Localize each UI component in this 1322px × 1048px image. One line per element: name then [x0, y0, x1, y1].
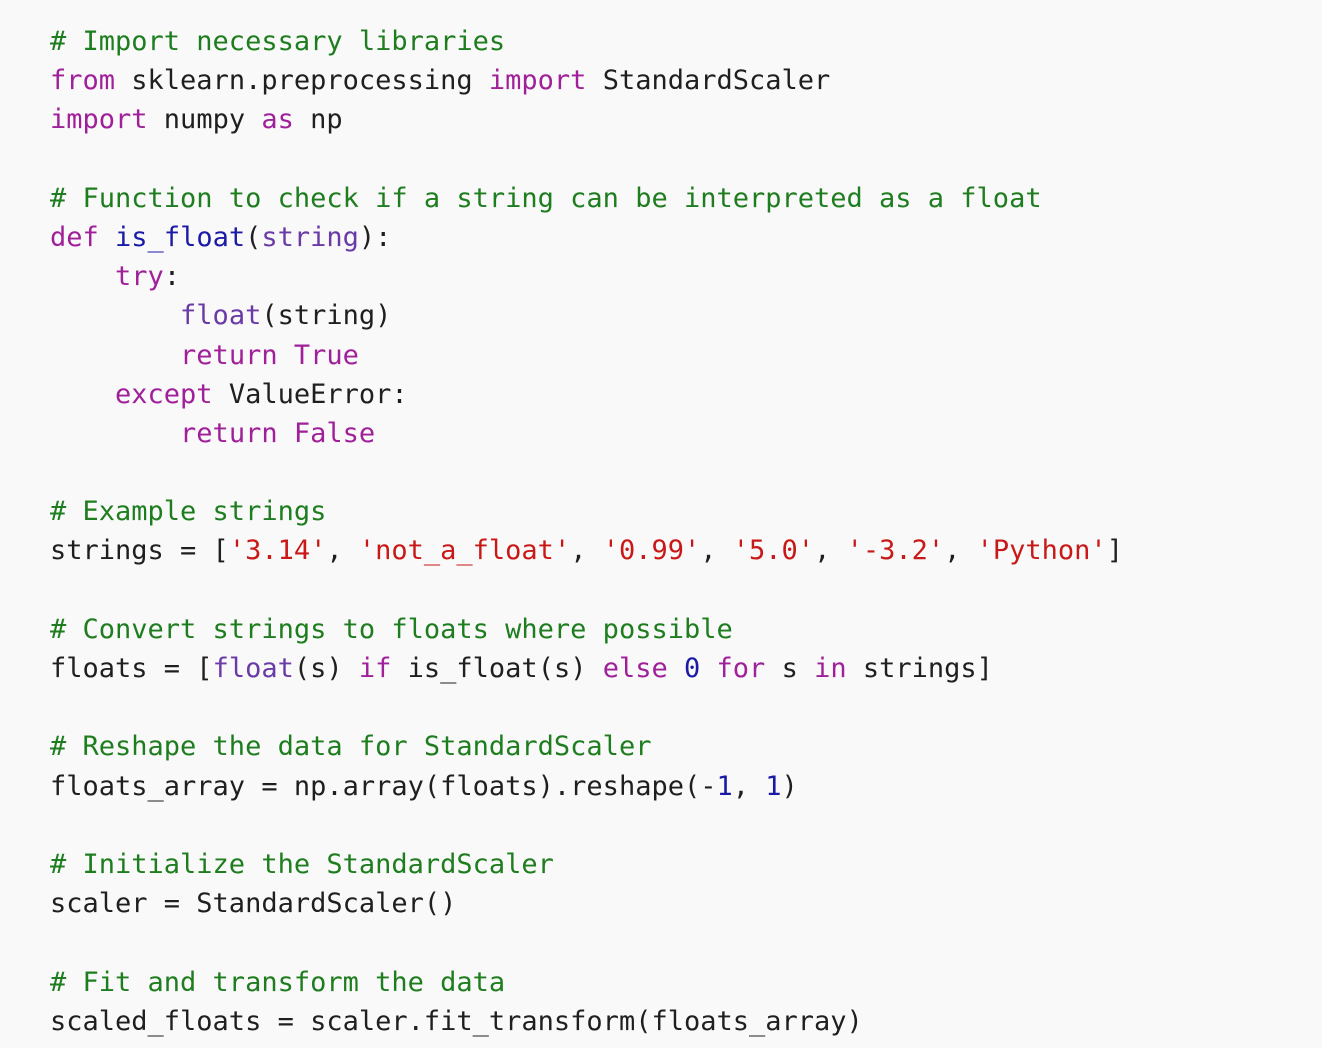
code-token-keyword: except: [115, 378, 213, 410]
code-token-keyword: else: [602, 653, 668, 684]
code-token-number: 1: [765, 770, 782, 802]
code-token-plain: scaled_floats = scaler.fit_transform(flo…: [50, 1005, 863, 1037]
code-line: [50, 571, 1322, 610]
code-token-keyword: True: [293, 339, 359, 371]
code-token-comment: # Reshape the data for StandardScaler: [50, 731, 652, 763]
code-token-plain: (: [245, 221, 262, 253]
code-token-plain: StandardScaler: [586, 65, 831, 97]
code-token-plain: [278, 418, 294, 449]
code-token-keyword: in: [814, 653, 847, 684]
code-token-plain: floats = [: [50, 653, 213, 684]
code-token-keyword: from: [50, 65, 116, 97]
code-token-plain: [278, 340, 294, 371]
code-token-plain: sklearn.preprocessing: [115, 65, 489, 97]
code-token-func: is_float: [115, 221, 246, 253]
code-token-builtin: float: [212, 653, 294, 684]
code-token-plain: [50, 261, 115, 292]
code-line: def is_float(string):: [50, 218, 1322, 257]
code-token-keyword: False: [293, 417, 376, 449]
code-token-plain: [700, 653, 716, 684]
code-token-keyword: if: [358, 653, 392, 684]
code-token-keyword: import: [50, 104, 148, 136]
code-token-keyword: import: [488, 65, 587, 97]
code-line: try:: [50, 257, 1322, 296]
code-content: # Import necessary libraries from sklearn…: [50, 22, 1322, 1041]
code-token-keyword: try: [115, 261, 164, 293]
code-token-builtin: float: [180, 300, 262, 332]
code-line: [50, 688, 1322, 727]
code-line: # Import necessary libraries: [50, 22, 1322, 61]
code-line: return False: [50, 414, 1322, 453]
code-token-plain: is_float(s): [391, 653, 603, 684]
code-token-plain: ,: [732, 770, 766, 802]
code-line: return True: [50, 336, 1322, 375]
code-token-plain: ):: [358, 221, 392, 253]
code-token-plain: [50, 340, 180, 371]
code-line: strings = ['3.14', 'not_a_float', '0.99'…: [50, 531, 1322, 570]
code-token-comment: # Function to check if a string can be i…: [50, 182, 1042, 214]
code-token-plain: ValueError:: [212, 378, 408, 410]
code-token-keyword: as: [261, 104, 294, 136]
code-token-plain: [50, 418, 180, 449]
code-token-comment: # Fit and transform the data: [50, 966, 506, 998]
code-token-string: '-3.2': [846, 535, 945, 567]
code-line: [50, 140, 1322, 179]
code-line: [50, 923, 1322, 962]
code-line: # Function to check if a string can be i…: [50, 179, 1322, 218]
code-token-string: 'not_a_float': [358, 535, 571, 567]
code-line: from sklearn.preprocessing import Standa…: [50, 61, 1322, 100]
code-token-plain: [99, 222, 115, 253]
code-line: [50, 806, 1322, 845]
code-token-string: '3.14': [228, 535, 327, 567]
code-token-string: '0.99': [602, 535, 701, 567]
code-token-plain: ): [781, 770, 798, 802]
code-line: floats = [float(s) if is_float(s) else 0…: [50, 649, 1322, 688]
code-token-plain: (string): [261, 300, 392, 332]
code-token-plain: [50, 379, 115, 410]
code-token-plain: ,: [814, 535, 847, 567]
code-token-plain: ,: [326, 535, 359, 567]
code-token-string: '5.0': [732, 535, 815, 567]
code-line: scaler = StandardScaler(): [50, 884, 1322, 923]
code-line: # Initialize the StandardScaler: [50, 845, 1322, 884]
code-line: # Reshape the data for StandardScaler: [50, 727, 1322, 766]
code-token-keyword: for: [716, 653, 766, 684]
code-token-plain: :: [163, 261, 181, 293]
code-line: # Fit and transform the data: [50, 963, 1322, 1002]
code-line: # Example strings: [50, 492, 1322, 531]
code-token-plain: np: [293, 104, 343, 136]
code-token-builtin: string: [261, 221, 359, 253]
code-line: float(string): [50, 296, 1322, 335]
code-token-comment: # Import necessary libraries: [50, 26, 506, 57]
code-token-plain: ,: [700, 535, 733, 567]
code-token-string: 'Python': [976, 535, 1107, 567]
code-token-keyword: return: [180, 417, 278, 449]
code-line: import numpy as np: [50, 100, 1322, 139]
code-token-plain: ]: [1106, 535, 1123, 567]
code-token-plain: (s): [293, 653, 359, 684]
code-token-comment: # Example strings: [50, 496, 327, 528]
code-token-keyword: def: [50, 221, 99, 253]
code-token-plain: [50, 300, 180, 331]
code-token-comment: # Initialize the StandardScaler: [50, 848, 554, 880]
code-line: floats_array = np.array(floats).reshape(…: [50, 767, 1322, 806]
code-token-plain: numpy: [147, 104, 262, 136]
code-token-comment: # Convert strings to floats where possib…: [50, 613, 733, 645]
code-token-number: 0: [684, 653, 701, 684]
code-token-plain: strings = [: [50, 535, 229, 567]
code-token-plain: s: [765, 653, 815, 684]
code-line: scaled_floats = scaler.fit_transform(flo…: [50, 1002, 1322, 1041]
code-token-keyword: return: [180, 339, 278, 371]
code-token-plain: [668, 653, 684, 684]
code-token-plain: ,: [570, 535, 603, 567]
code-token-plain: ,: [944, 535, 977, 567]
code-token-plain: floats_array = np.array(floats).reshape(…: [50, 770, 717, 802]
code-token-plain: strings]: [846, 653, 993, 684]
code-line: [50, 453, 1322, 492]
code-token-number: 1: [716, 770, 733, 802]
code-line: # Convert strings to floats where possib…: [50, 610, 1322, 649]
code-token-plain: scaler = StandardScaler(): [50, 888, 457, 920]
code-line: except ValueError:: [50, 375, 1322, 414]
